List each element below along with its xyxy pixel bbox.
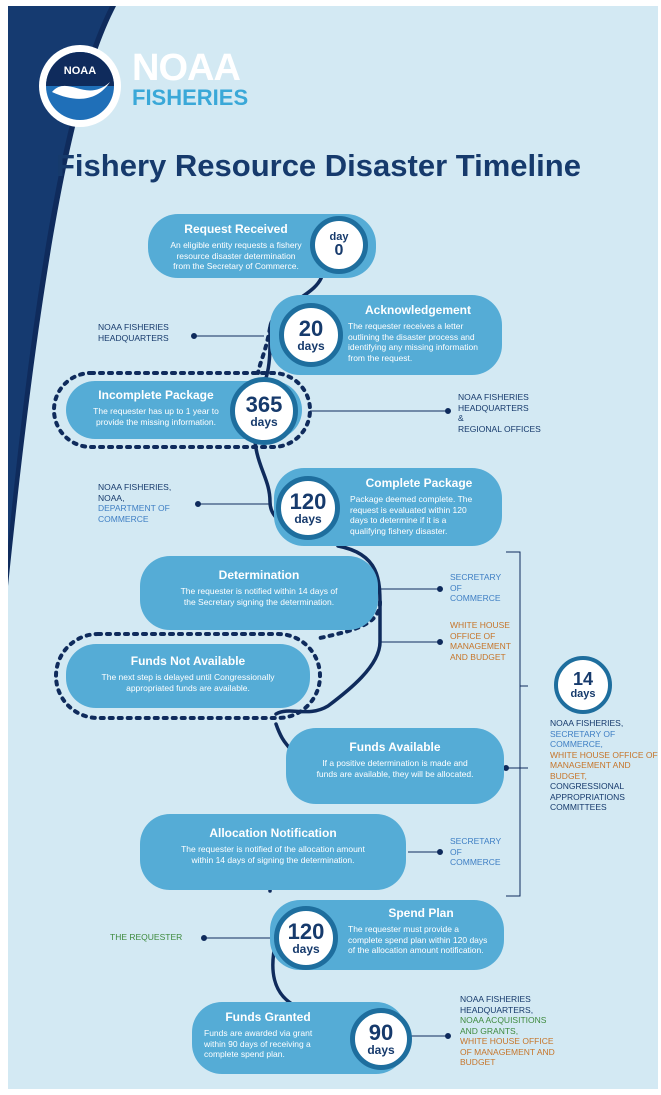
annotation-connectors [191, 333, 528, 1039]
step-description: Funds are awarded via grant within 90 da… [204, 1028, 313, 1059]
step-description: The requester receives a letter outlinin… [348, 321, 478, 363]
step-description: The next step is delayed until Congressi… [101, 672, 275, 693]
badge-120-days: 120 days [276, 476, 340, 540]
brand-subname: FISHERIES [132, 85, 249, 110]
header-swoosh-shade [8, 6, 110, 546]
badge-spend-120-days: 120 days [274, 906, 338, 970]
step-title: Complete Package [365, 476, 473, 490]
annotation-acknowledgement: NOAA FISHERIES HEADQUARTERS [98, 322, 169, 343]
step-title: Spend Plan [388, 906, 454, 920]
annotation-incomplete: NOAA FISHERIES HEADQUARTERS & REGIONAL O… [458, 392, 541, 434]
noaa-seal-logo: NOAA [38, 44, 122, 128]
dotted-connector-ack [256, 326, 272, 375]
annotation-determination-omb: WHITE HOUSE OFFICE OF MANAGEMENT AND BUD… [450, 620, 511, 662]
step-description: The requester has up to 1 year to provid… [93, 406, 219, 427]
step-title: Funds Not Available [130, 654, 246, 668]
funds-not-available-dotted-outline [54, 632, 322, 720]
annotation-funds-granted: NOAA FISHERIES HEADQUARTERS, NOAA ACQUIS… [460, 994, 555, 1067]
page-title: Fishery Resource Disaster Timeline [56, 148, 581, 183]
step-description: The requester is notified within 14 days… [180, 586, 338, 607]
step-description: The requester is notified of the allocat… [181, 844, 365, 865]
badge-number: 0 [334, 242, 344, 259]
step-funds-not-available: Funds Not Available The next step is del… [66, 644, 310, 708]
noaa-seal-icon: NOAA [39, 45, 121, 127]
infographic-panel: NOAA NOAA FISHERIES Fishery Resource Dis… [8, 6, 658, 1089]
brand-name: NOAA [132, 47, 241, 89]
step-description: If a positive determination is made and … [316, 758, 474, 779]
step-determination: Determination The requester is notified … [140, 556, 378, 630]
incomplete-dotted-outline [52, 371, 312, 449]
step-description: An eligible entity requests a fishery re… [170, 240, 302, 271]
badge-20-days: 20 days [279, 303, 343, 367]
badge-365-days: 365 days [230, 377, 298, 445]
badge-day-0: day 0 [310, 216, 368, 274]
step-title: Determination [218, 568, 300, 582]
step-title: Funds Available [349, 740, 441, 754]
step-title: Request Received [184, 222, 288, 236]
step-title: Funds Granted [225, 1010, 311, 1024]
step-allocation-notification: Allocation Notification The requester is… [140, 814, 406, 890]
step-description: The requester must provide a complete sp… [348, 924, 488, 955]
step-funds-available: Funds Available If a positive determinat… [286, 728, 504, 804]
annotation-determination-secretary: SECRETARY OF COMMERCE [450, 572, 502, 603]
seal-text: NOAA [64, 65, 96, 77]
step-title: Acknowledgement [364, 303, 472, 317]
step-description: Package deemed complete. The request is … [350, 494, 473, 536]
step-title: Incomplete Package [98, 388, 214, 402]
annotation-complete-package: NOAA FISHERIES, NOAA, DEPARTMENT OF COMM… [98, 482, 172, 524]
annotation-spend-plan: THE REQUESTER [110, 932, 183, 942]
step-title: Allocation Notification [209, 826, 337, 840]
annotation-bracket-agencies: NOAA FISHERIES, SECRETARY OF COMMERCE, W… [550, 718, 658, 812]
badge-90-days: 90 days [350, 1008, 412, 1070]
annotation-allocation-secretary: SECRETARY OF COMMERCE [450, 836, 502, 867]
badge-14-days: 14 days [554, 656, 612, 714]
badge-unit: day [329, 231, 349, 243]
bracket [506, 551, 528, 897]
